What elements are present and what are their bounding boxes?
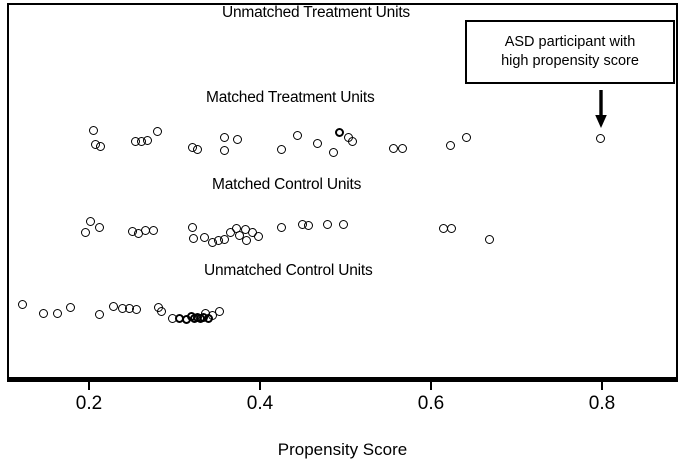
data-point: [156, 306, 166, 316]
data-point: [192, 144, 202, 154]
row-label-unmatched-control: Unmatched Control Units: [204, 262, 373, 279]
data-point: [232, 134, 242, 144]
data-point: [328, 147, 338, 157]
data-point: [292, 130, 302, 140]
data-point: [446, 223, 456, 233]
data-point: [445, 140, 455, 150]
data-point: [148, 225, 158, 235]
data-point: [17, 299, 27, 309]
data-point: [219, 132, 229, 142]
data-point: [199, 232, 209, 242]
data-point: [85, 216, 95, 226]
data-point: [131, 304, 141, 314]
x-axis-line: [7, 379, 678, 382]
data-point: [312, 138, 322, 148]
data-point: [88, 125, 98, 135]
data-point: [152, 126, 162, 136]
x-tick-label-3: 0.6: [417, 393, 445, 414]
data-point: [219, 145, 229, 155]
data-point: [95, 141, 105, 151]
callout-line-1: ASD participant with: [504, 33, 636, 50]
x-tick-label-2: 0.4: [246, 393, 274, 414]
x-tick-label-1: 0.2: [75, 393, 103, 414]
data-point: [303, 220, 313, 230]
data-point: [38, 308, 48, 318]
data-point: [94, 309, 104, 319]
callout-line-2: high propensity score: [501, 53, 639, 69]
data-point: [219, 234, 229, 244]
x-tick-label-4: 0.8: [588, 393, 616, 414]
data-point: [142, 135, 152, 145]
data-point: [347, 136, 357, 146]
data-point: [595, 133, 605, 143]
x-tick-3: [430, 381, 432, 390]
data-point: [276, 144, 286, 154]
data-point: [188, 233, 198, 243]
row-label-unmatched-treatment: Unmatched Treatment Units: [222, 4, 410, 21]
data-point: [65, 302, 75, 312]
data-point: [253, 231, 263, 241]
data-point: [94, 222, 104, 232]
data-point: [52, 308, 62, 318]
data-point: [322, 219, 332, 229]
x-tick-4: [601, 381, 603, 390]
data-point: [214, 306, 224, 316]
x-tick-1: [88, 381, 90, 390]
annotation-down-arrow: [595, 90, 607, 128]
row-label-matched-control: Matched Control Units: [212, 176, 362, 193]
data-point: [334, 127, 344, 137]
data-point: [80, 227, 90, 237]
x-tick-2: [259, 381, 261, 390]
data-point: [461, 132, 471, 142]
data-point: [108, 301, 118, 311]
data-point: [241, 235, 251, 245]
data-point: [276, 222, 286, 232]
data-point: [484, 234, 494, 244]
x-axis-title: Propensity Score: [277, 440, 408, 459]
data-point: [388, 143, 398, 153]
data-point: [397, 143, 407, 153]
row-label-matched-treatment: Matched Treatment Units: [206, 89, 375, 106]
annotation-callout-box: ASD participant with high propensity sco…: [465, 20, 675, 84]
data-point: [187, 222, 197, 232]
data-point: [338, 219, 348, 229]
data-point: [234, 230, 244, 240]
